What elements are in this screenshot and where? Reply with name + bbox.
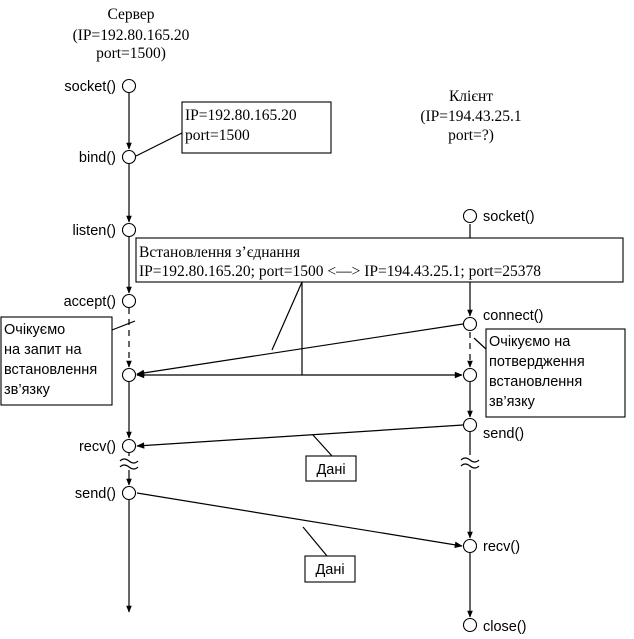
- server-established-node: [121, 367, 137, 383]
- client-title: Клієнт: [449, 88, 493, 105]
- data-label-1-connector: [312, 434, 333, 457]
- server-title: Сервер: [107, 6, 154, 23]
- server-wait-line-4: зв’язку: [4, 382, 51, 398]
- client-ip: (IP=194.43.25.1: [420, 108, 521, 125]
- server-wait-line-1: Очікуємо: [4, 322, 65, 338]
- client-wait-line-3: встановлення: [489, 374, 582, 390]
- bind-box-ip: IP=192.80.165.20: [185, 107, 297, 124]
- connect-request-arrow: [136, 323, 464, 377]
- client-socket-label: socket(): [483, 209, 535, 225]
- client-send-node: [462, 417, 478, 433]
- bind-box-connector: [135, 132, 183, 157]
- server-socket-label: socket(): [64, 79, 116, 95]
- client-wait-box-connector: [473, 337, 488, 351]
- client-break-mark-2: [460, 463, 480, 469]
- data-label-1: Дані: [316, 462, 345, 478]
- client-socket-node: [462, 208, 478, 224]
- server-break-mark-2: [119, 464, 139, 470]
- connection-info-box: [135, 237, 624, 283]
- bind-box-port: port=1500: [185, 127, 250, 144]
- connection-box-addresses: IP=192.80.165.20; port=1500 <—> IP=194.4…: [139, 263, 541, 280]
- server-bind-label: bind(): [79, 150, 116, 166]
- data-label-2-connector: [302, 526, 328, 557]
- server-send-label: send(): [75, 486, 116, 502]
- client-wait-line-2: потвердження: [489, 354, 585, 370]
- server-socket-node: [121, 78, 137, 94]
- server-break-mark-1: [119, 458, 139, 464]
- client-recv-label: recv(): [483, 539, 520, 555]
- client-to-server-data-arrow: [136, 424, 464, 449]
- server-recv-label: recv(): [79, 439, 116, 455]
- server-accept-node: [121, 293, 137, 309]
- connection-box-pointer-1: [271, 281, 303, 351]
- client-wait-line-4: зв’язку: [489, 394, 536, 410]
- data-label-2-box: [304, 555, 356, 583]
- server-wait-line-3: встановлення: [4, 362, 97, 378]
- client-break-mark-1: [460, 457, 480, 463]
- client-close-label: close(): [483, 619, 527, 635]
- server-wait-box-connector: [111, 320, 136, 331]
- client-established-node: [462, 367, 478, 383]
- server-listen-label: listen(): [72, 223, 116, 239]
- server-wait-note: [0, 316, 113, 406]
- client-connect-node: [462, 316, 478, 332]
- client-connect-label: connect(): [483, 308, 543, 324]
- client-send-label: send(): [483, 426, 524, 442]
- server-recv-node: [121, 438, 137, 454]
- data-label-1-box: [305, 455, 357, 482]
- client-recv-node: [462, 538, 478, 554]
- client-close-node: [462, 617, 478, 633]
- client-port: port=?): [448, 127, 494, 144]
- server-ip: (IP=192.80.165.20: [73, 27, 190, 44]
- server-lifeline: [119, 93, 139, 613]
- client-wait-note: [485, 328, 626, 418]
- server-send-node: [121, 485, 137, 501]
- server-wait-line-2: на запит на: [4, 342, 82, 358]
- bind-address-box: [181, 101, 332, 154]
- server-accept-label: accept(): [64, 294, 116, 310]
- client-wait-line-1: Очікуємо на: [489, 334, 571, 350]
- server-port: port=1500): [96, 45, 166, 62]
- connection-box-title: Встановлення з’єднання: [139, 244, 300, 261]
- data-label-2: Дані: [315, 562, 344, 578]
- server-to-client-data-arrow: [136, 492, 463, 548]
- server-bind-node: [121, 149, 137, 165]
- server-listen-node: [121, 222, 137, 238]
